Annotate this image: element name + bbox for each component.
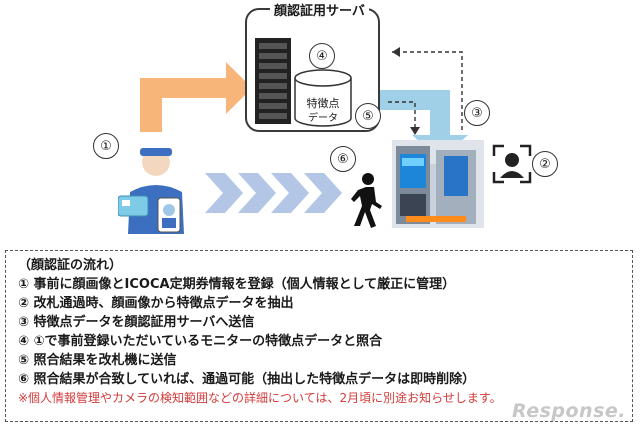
step-6-marker: ⑥ (330, 146, 356, 172)
flow-item-2: ② 改札通過時、顔画像から特徴点データを抽出 (18, 296, 294, 311)
step-4-marker: ④ (309, 43, 335, 69)
step-1-marker: ① (93, 133, 119, 159)
flow-item-4: ④ ①で事前登録いただいているモニターの特徴点データと照合 (18, 334, 383, 349)
server-rack-icon (255, 38, 291, 124)
upload-arrow (140, 62, 252, 132)
flow-title: （顔認証の流れ） (18, 258, 123, 273)
result-dashed-arrow (388, 101, 416, 128)
database-icon (294, 69, 352, 127)
user-registration-icon (118, 148, 184, 234)
flow-item-1: ① 事前に顔画像とICOCA定期券情報を登録（個人情報として厳正に管理） (18, 277, 456, 292)
server-label: 顔認証用サーバ (270, 0, 369, 19)
return-dashed-arrow (392, 51, 463, 130)
step-2-marker: ② (532, 151, 558, 177)
step-5-marker: ⑤ (355, 103, 381, 129)
response-watermark: Response. (512, 400, 626, 422)
flow-item-6: ⑥ 照合結果が合致していれば、通過可能（抽出した特徴点データは即時削除） (18, 372, 476, 387)
db-label-data: データ (308, 113, 338, 124)
ticket-gate-image (392, 140, 484, 228)
walking-person-icon (351, 173, 382, 228)
chevron-arrows (205, 173, 342, 213)
face-recognition-icon (492, 144, 532, 184)
flow-description-box: （顔認証の流れ） ① 事前に顔画像とICOCA定期券情報を登録（個人情報として厳… (5, 250, 633, 422)
flow-item-3: ③ 特徴点データを顔認証用サーバへ送信 (18, 315, 255, 330)
flow-item-5: ⑤ 照合結果を改札機に送信 (18, 353, 177, 368)
step-3-marker: ③ (464, 100, 490, 126)
db-label-feature: 特徴点 (306, 97, 340, 110)
flow-note: ※個人情報管理やカメラの検知範囲などの詳細については、2月頃に別途お知らせします… (18, 391, 502, 405)
